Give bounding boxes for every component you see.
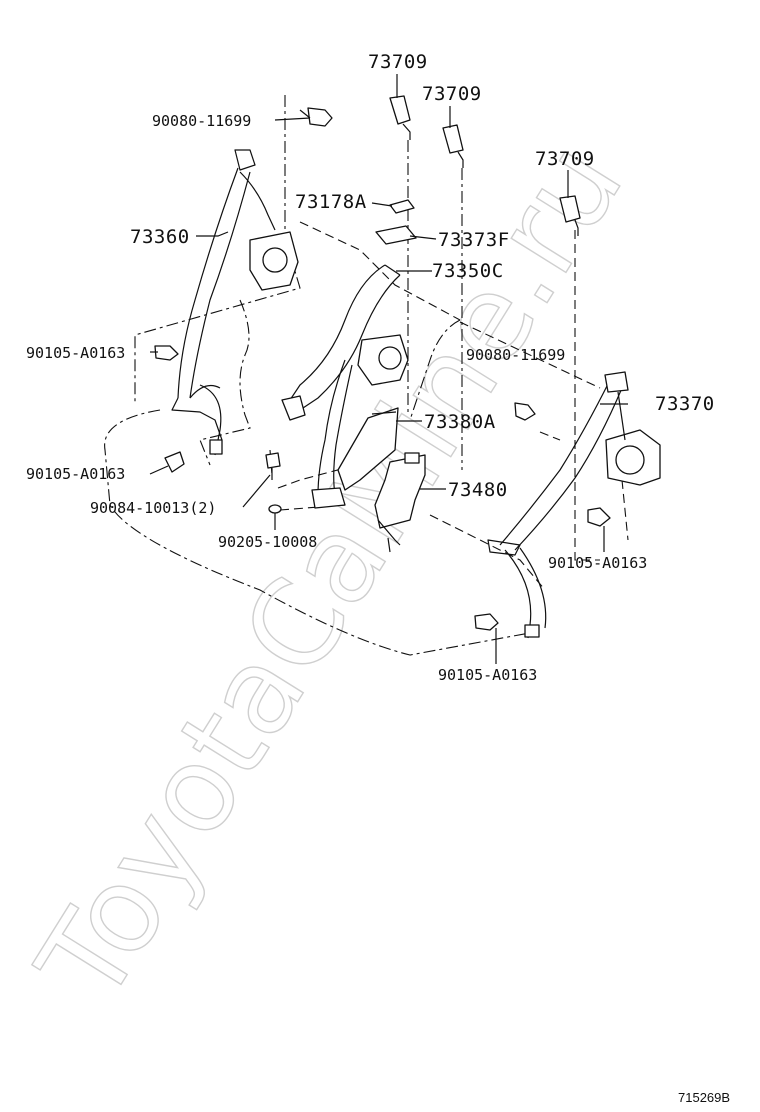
callout-90080-11699-top: 90080-11699 <box>152 112 251 130</box>
seat-outline-lines <box>104 95 629 656</box>
callout-90105-A0163-bottom: 90105-A0163 <box>438 666 537 684</box>
callout-90205-10008: 90205-10008 <box>218 533 317 551</box>
callout-73480: 73480 <box>448 479 508 501</box>
figure-reference: 715269B <box>678 1090 730 1105</box>
callout-73360: 73360 <box>130 226 190 248</box>
callout-73178A: 73178A <box>295 191 367 213</box>
washer-90205 <box>268 504 282 514</box>
callout-90084-10013: 90084-10013(2) <box>90 499 216 517</box>
bolt-90084 <box>265 452 281 480</box>
part-73373F <box>375 225 417 245</box>
buckle-73380A <box>337 407 399 491</box>
callout-90105-A0163-left2: 90105-A0163 <box>26 465 125 483</box>
callout-73709-b: 73709 <box>422 83 482 105</box>
callout-90080-11699-right: 90080-11699 <box>466 346 565 364</box>
callout-73709-a: 73709 <box>368 51 428 73</box>
bolt-90105-bottom <box>474 613 499 631</box>
bolt-90105-left2 <box>164 451 185 473</box>
left-seatbelt-73360 <box>171 149 299 456</box>
bolt-90080-right <box>514 402 536 421</box>
callout-90105-A0163-right: 90105-A0163 <box>548 554 647 572</box>
callout-73350C: 73350C <box>432 260 504 282</box>
clip-73709-a <box>389 95 411 140</box>
callout-73709-c: 73709 <box>535 148 595 170</box>
callout-73373F: 73373F <box>438 229 510 251</box>
center-seatbelt-73350C <box>281 264 409 509</box>
clip-73709-c <box>559 195 581 236</box>
watermark-text: ToyotaCaMine.ru <box>11 119 649 1026</box>
bolt-90105-left1 <box>154 345 179 361</box>
callout-90105-A0163-left1: 90105-A0163 <box>26 344 125 362</box>
bolt-90105-right <box>587 507 611 527</box>
callout-73380A: 73380A <box>424 411 496 433</box>
part-73178A <box>389 199 415 214</box>
buckle-73480 <box>374 452 426 553</box>
leader-lines <box>149 74 628 664</box>
callout-73370: 73370 <box>655 393 715 415</box>
clip-73709-b <box>442 124 464 168</box>
right-seatbelt-73370 <box>487 371 661 639</box>
bolt-90080-top <box>299 107 333 127</box>
